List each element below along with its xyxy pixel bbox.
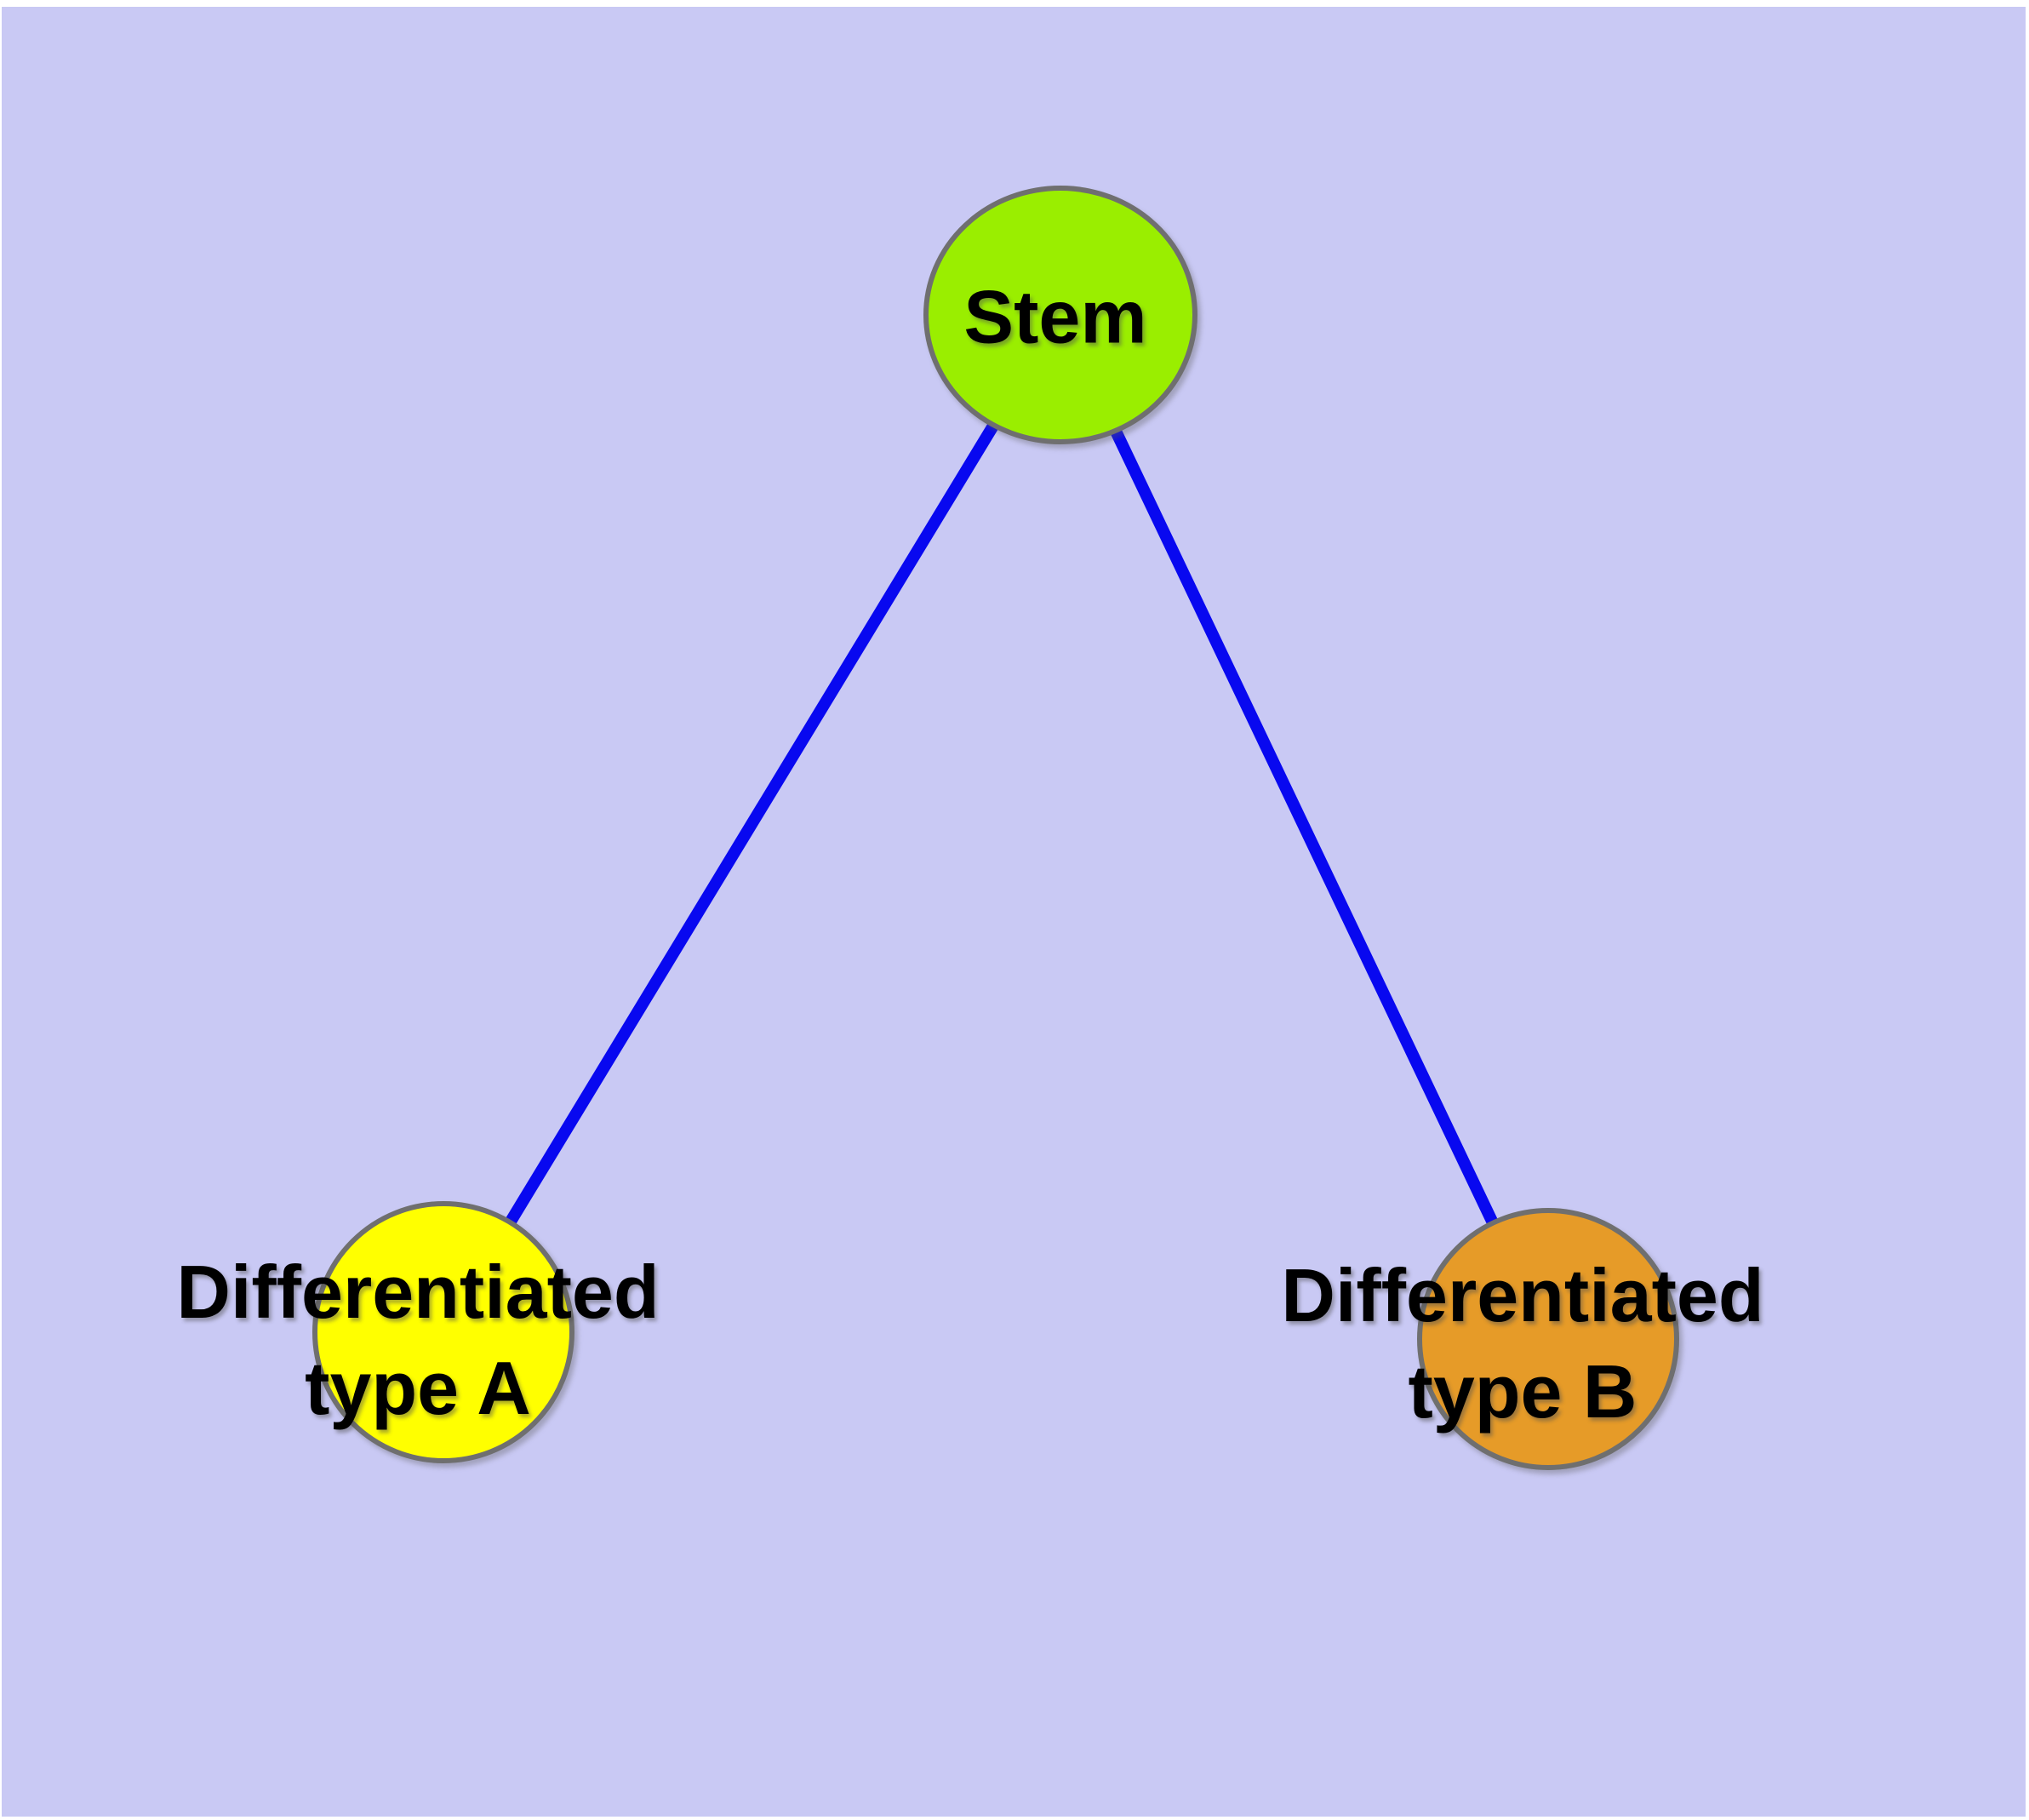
- edge-stem-to-type-a: [437, 309, 1066, 1338]
- node-differentiated-type-a[interactable]: [312, 1201, 574, 1463]
- edge-stem-to-type-b: [1055, 309, 1554, 1345]
- node-differentiated-type-b[interactable]: [1417, 1208, 1679, 1470]
- node-stem[interactable]: [923, 186, 1197, 444]
